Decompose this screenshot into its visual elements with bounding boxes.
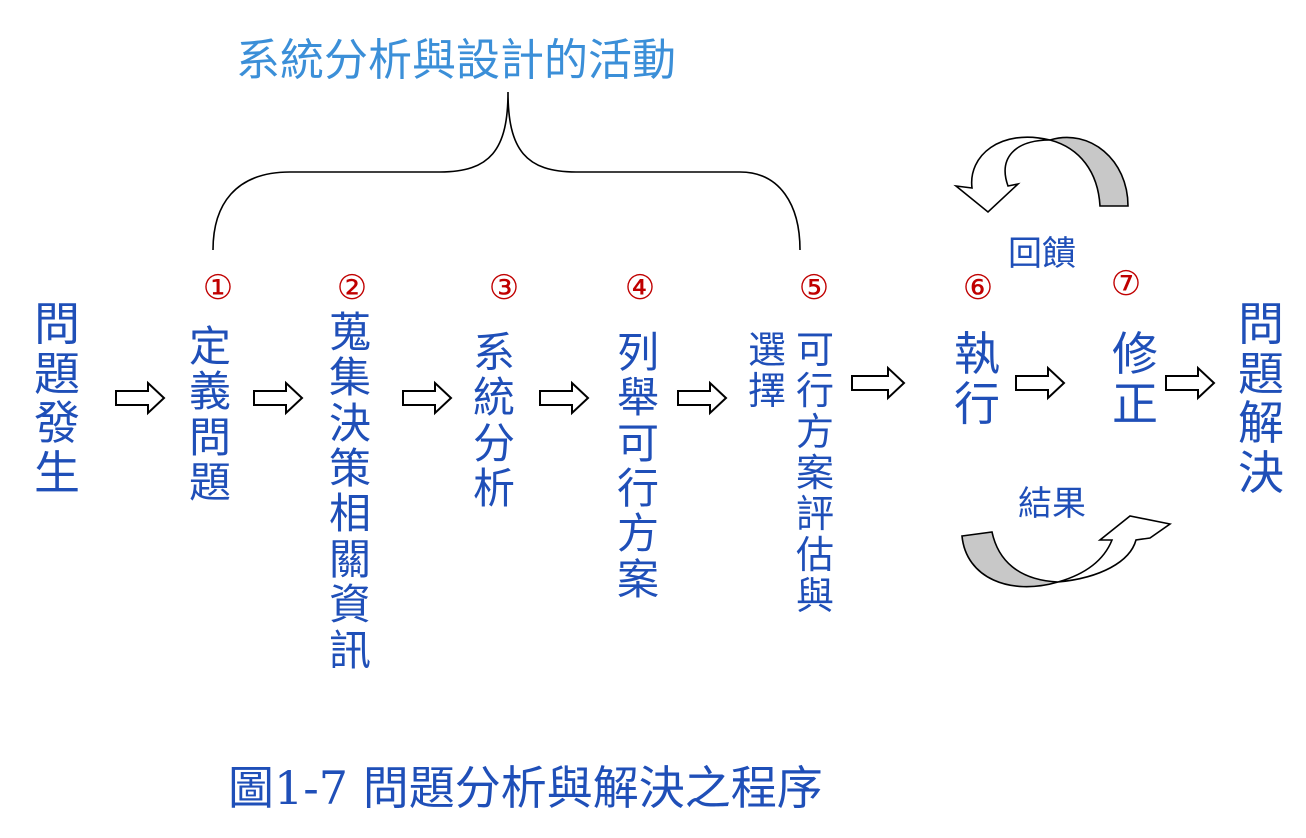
flow-arrows [115,365,1216,416]
flow-arrow-6 [851,365,906,401]
result-label: 結果 [1018,484,1086,524]
step-number-3: ③ [488,268,520,308]
step-4-label: 列舉可行方案 [616,328,659,604]
feedback-arrow-icon [953,136,1129,214]
step-number-5: ⑤ [798,268,830,308]
flow-arrow-3 [402,380,453,416]
step-number-2: ② [336,268,368,308]
figure-caption: 圖1-7 問題分析與解決之程序 [228,761,823,815]
activity-brace [212,91,801,251]
step-number-6: ⑥ [962,268,994,308]
step-1-label: 定義問題 [188,322,231,508]
step-number-4: ④ [624,268,656,308]
step-2-label: 蒐集決策相關資訊 [328,308,371,675]
step-7-label: 修正 [1112,327,1158,431]
step-number-1: ① [202,268,234,308]
flow-arrow-1 [115,380,166,416]
flow-arrow-2 [253,380,304,416]
step-end-label: 問題解決 [1238,297,1284,501]
flow-arrow-5 [677,380,728,416]
step-5-label-col1: 可行方案評估與 [795,328,834,619]
step-3-label: 系統分析 [472,328,515,514]
step-number-7: ⑦ [1110,264,1142,304]
feedback-label: 回饋 [1008,234,1076,274]
flow-arrow-7 [1015,365,1066,401]
flow-arrow-4 [539,380,590,416]
result-arrow-icon [961,515,1172,588]
step-5-label-col2: 選擇 [747,328,786,414]
diagram-title: 系統分析與設計的活動 [236,35,676,86]
step-6-label: 執行 [954,327,1000,431]
step-start-label: 問題發生 [34,297,80,501]
flow-arrow-8 [1165,365,1216,401]
